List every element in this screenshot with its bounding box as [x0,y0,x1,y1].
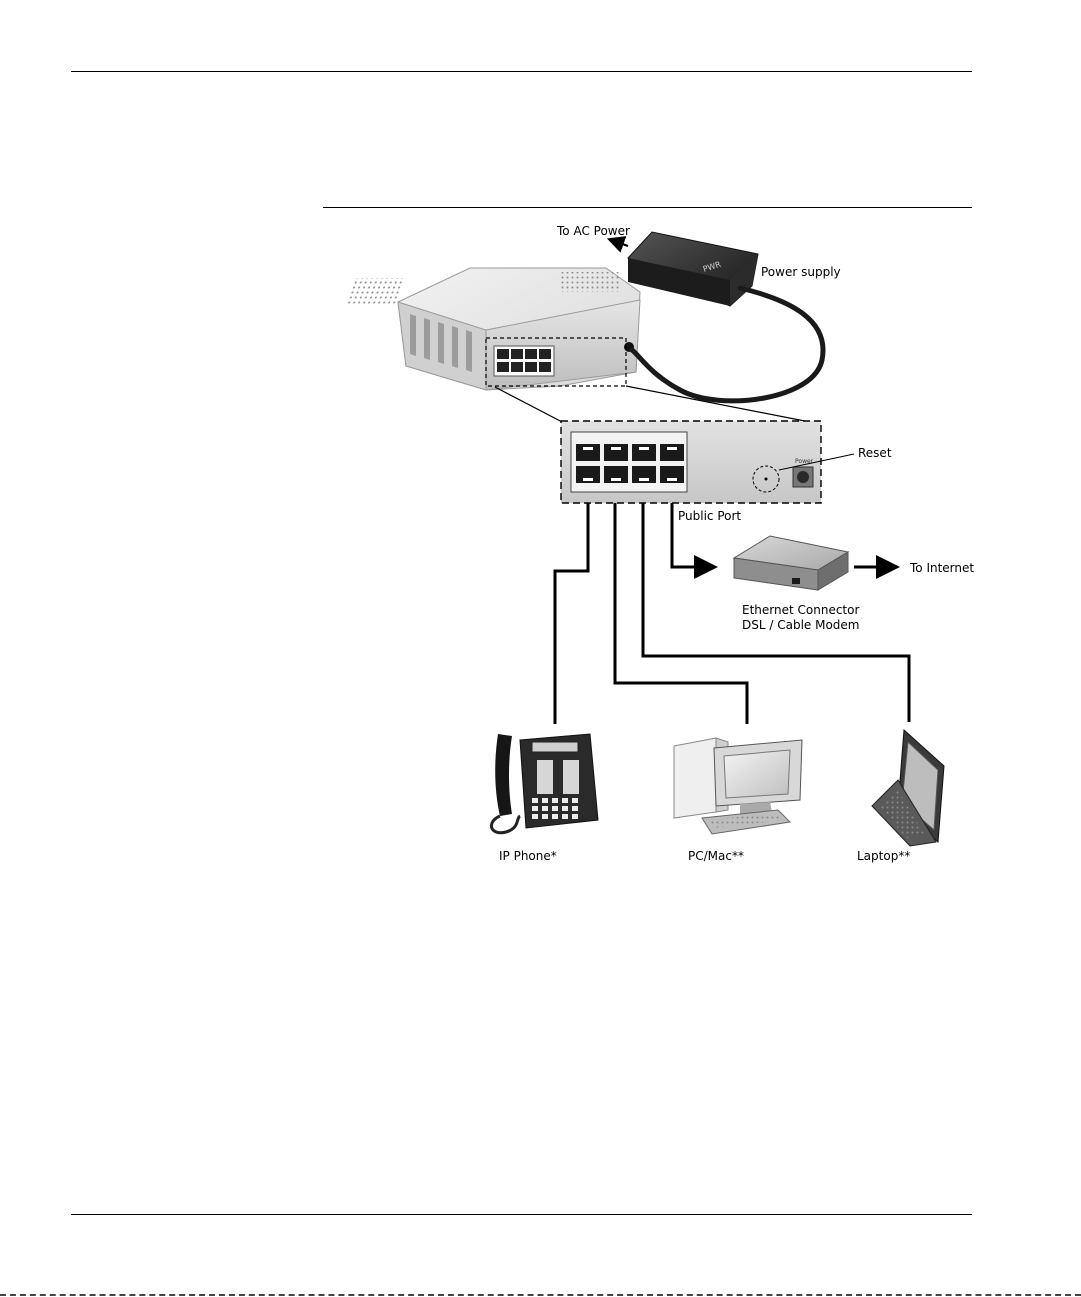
laptop-label: Laptop** [857,849,910,863]
zoom-guide-left [495,387,566,424]
modem-label-line1: Ethernet Connector [742,603,859,617]
router-ports [494,346,554,376]
to-internet-label: To Internet [909,561,974,575]
line-to-ip-phone [555,503,588,724]
modem-label-line2: DSL / Cable Modem [742,618,859,632]
dsl-cable-modem [734,536,848,590]
public-port-label: Public Port [678,509,741,523]
power-supply-label: Power supply [761,265,841,279]
power-jack [797,471,809,483]
ac-power-label: To AC Power [556,224,630,238]
pc-mac [674,738,802,834]
ac-power-arrow [611,240,628,246]
line-to-pc-mac [615,503,747,724]
ip-phone [491,734,598,833]
power-supply: PWR [628,232,758,306]
ip-phone-label: IP Phone* [499,849,557,863]
router-back-panel: Power [561,421,854,503]
power-port-label: Power [795,458,814,465]
reset-label: Reset [858,446,892,460]
pc-mac-label: PC/Mac** [688,849,744,863]
laptop [872,730,944,846]
